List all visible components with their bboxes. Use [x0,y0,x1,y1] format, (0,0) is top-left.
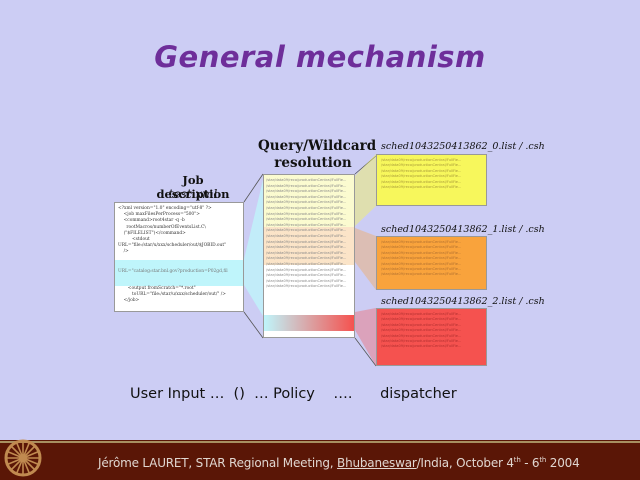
xml-line-3: rootMacros/numberOfEventsList.C\ [118,224,206,230]
sched-list-line: /star/data09/reco/productionCentral/Full… [381,328,462,333]
sched-box-0: /star/data09/reco/productionCentral/Full… [376,154,487,206]
sched-list-line: /star/data09/reco/productionCentral/Full… [381,240,462,244]
sched-box-2: /star/data09/reco/productionCentral/Full… [376,308,487,366]
query-list-line: /star/data09/reco/productionCentral/Full… [266,250,347,255]
query-heading-line2: resolution [274,155,352,171]
xml-line-after-1: <output fromScratch="*.root" [118,286,196,291]
xml-line-7: /> [118,249,129,255]
band-red [264,315,354,331]
footer-end: 2004 [546,456,580,470]
sched-box-1: /star/data09/reco/productionCentral/Full… [376,236,487,290]
band-yellow [264,175,354,227]
sched-file-0: sched1043250413862_0.list / .csh [381,141,545,152]
footer-text: Jérôme LAURET, STAR Regional Meeting, Bh… [98,456,580,470]
job-xml-box: <?xml version="1.0" encoding="utf-8" ?> … [114,202,244,312]
slide-title: General mechanism [154,40,486,74]
footer-mid: - 6 [520,456,540,470]
sched-list-line: /star/data09/reco/productionCentral/Full… [381,158,462,162]
sched-list-line: /star/data09/reco/productionCentral/Full… [381,322,462,327]
sched-list-line: /star/data09/reco/productionCentral/Full… [381,168,462,173]
xml-line-after-2: toURL="file:/star/u/xxx/scheduler/out/" … [118,292,226,298]
footer-sup1: th [513,456,521,464]
xml-line-6: URL="file:/star/u/xxx/scheduler/out/$JOB… [118,243,227,249]
sched-list-line: /star/data09/reco/productionCentral/Full… [381,179,462,184]
xml-highlight-line: URL="catalog:star.bnl.gov?production=P02… [118,269,228,274]
footer-sup2: th [539,456,547,464]
footer-suffix: /India, October 4 [416,456,514,470]
query-list-line: /star/data09/reco/productionCentral/Full… [266,245,347,250]
query-result-list: /star/data09/reco/productionCentral/Full… [263,174,355,338]
query-list-line: /star/data09/reco/productionCentral/Full… [266,234,347,238]
sched-file-1: sched1043250413862_1.list / .csh [381,224,545,235]
flow-caption: User Input … () … Policy …. dispatcher [130,386,457,402]
query-list-line: /star/data09/reco/productionCentral/Full… [266,228,347,233]
query-list-line: /star/data09/reco/productionCentral/Full… [266,278,347,283]
query-list-line: /star/data09/reco/productionCentral/Full… [266,178,347,182]
footer-prefix: Jérôme LAURET, STAR Regional Meeting, [98,456,338,470]
query-list-line: /star/data09/reco/productionCentral/Full… [266,200,347,205]
sched-list-line: /star/data09/reco/productionCentral/Full… [381,245,462,250]
sched-list-line: /star/data09/reco/productionCentral/Full… [381,344,462,349]
xml-highlight: URL="catalog:star.bnl.gov?production=P02… [115,260,243,286]
query-list-line: /star/data09/reco/productionCentral/Full… [266,284,347,289]
sched-list-line: /star/data09/reco/productionCentral/Full… [381,174,462,179]
chakra-wheel-icon [4,439,42,477]
sched-list-line: /star/data09/reco/productionCentral/Full… [381,250,462,255]
footer-rule [0,441,640,443]
xml-line-4: ("$FILELIST")</command> [118,230,186,236]
footer-bar [0,440,640,480]
query-list-line: /star/data09/reco/productionCentral/Full… [266,267,347,272]
sched-list-line: /star/data09/reco/productionCentral/Full… [381,339,462,343]
query-list-line: /star/data09/reco/productionCentral/Full… [266,194,347,199]
sched-list-line: /star/data09/reco/productionCentral/Full… [381,261,462,266]
xml-line-5: <stdout [118,237,150,243]
query-list-line: /star/data09/reco/productionCentral/Full… [266,239,347,244]
sched-list-line: /star/data09/reco/productionCentral/Full… [381,256,462,261]
query-heading-line1: Query/Wildcard [258,138,377,154]
band-orange [264,227,354,265]
sched-file-2: sched1043250413862_2.list / .csh [381,296,545,307]
job-description-heading: Job description [156,173,230,201]
query-list-line: /star/data09/reco/productionCentral/Full… [266,256,347,261]
job-file-name: test.xml [168,187,218,201]
query-list-line: /star/data09/reco/productionCentral/Full… [266,183,347,188]
sched-list-line: /star/data09/reco/productionCentral/Full… [381,163,462,168]
query-list-line: /star/data09/reco/productionCentral/Full… [266,262,347,266]
sched-list-line: /star/data09/reco/productionCentral/Full… [381,272,462,277]
sched-list-line: /star/data09/reco/productionCentral/Full… [381,185,462,189]
query-list-line: /star/data09/reco/productionCentral/Full… [266,222,347,227]
xml-line-2: <command>root4star -q -b [118,218,185,224]
sched-list-line: /star/data09/reco/productionCentral/Full… [381,312,462,316]
query-list-line: /star/data09/reco/productionCentral/Full… [266,217,347,222]
query-list-line: /star/data09/reco/productionCentral/Full… [266,211,347,216]
xml-line-1: <job maxFilesPerProcess="500"> [118,212,200,218]
sched-list-line: /star/data09/reco/productionCentral/Full… [381,317,462,322]
xml-lines: <?xml version="1.0" encoding="utf-8" ?> … [115,203,243,256]
query-list-line: /star/data09/reco/productionCentral/Full… [266,189,347,194]
sched-list-line: /star/data09/reco/productionCentral/Full… [381,333,462,338]
footer-city: Bhubaneswar [337,456,417,470]
xml-lines-after: <output fromScratch="*.root" toURL="file… [115,286,226,305]
xml-line-after-3: </job> [118,298,140,304]
query-list-line: /star/data09/reco/productionCentral/Full… [266,273,347,278]
query-list-line: /star/data09/reco/productionCentral/Full… [266,206,347,210]
sched-list-line: /star/data09/reco/productionCentral/Full… [381,267,462,271]
xml-line-0: <?xml version="1.0" encoding="utf-8" ?> [118,206,212,211]
